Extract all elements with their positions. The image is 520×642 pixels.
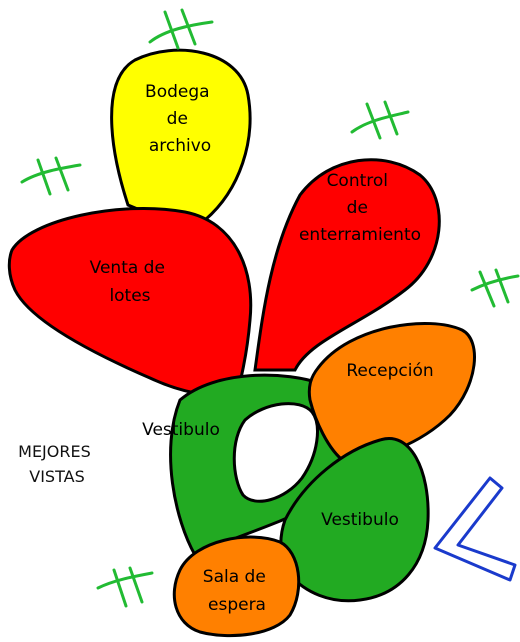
tree-symbols — [20, 8, 520, 608]
zone-venta-label: Venta de lotes — [90, 258, 171, 306]
side-note: MEJORES VISTAS — [18, 442, 96, 486]
side-note-line-2: VISTAS — [29, 467, 84, 486]
zone-bodega-line-3: archivo — [149, 136, 211, 156]
tree-icon — [20, 156, 82, 196]
zone-sala-shape — [172, 535, 301, 638]
zone-vestibulo-right-label: Vestibulo — [321, 510, 399, 530]
zone-bodega-line-1: Bodega — [145, 82, 210, 102]
zone-recepcion-label: Recepción — [346, 361, 433, 381]
zone-venta-line-2: lotes — [109, 286, 150, 306]
zone-sala-label: Sala de espera — [203, 567, 271, 615]
view-direction-arrow-icon — [433, 476, 517, 582]
zone-control-shape — [253, 158, 441, 372]
zone-control-line-2: de — [347, 198, 368, 218]
zone-sala-line-2: espera — [208, 595, 266, 615]
zone-control-line-1: Control — [327, 171, 388, 191]
tree-icon — [350, 100, 410, 140]
zone-control-label: Control de enterramiento — [299, 171, 421, 245]
zone-sala-line-1: Sala de — [203, 567, 266, 587]
tree-icon — [470, 268, 520, 308]
side-note-line-1: MEJORES — [18, 442, 91, 461]
zone-venta-line-1: Venta de — [90, 258, 165, 278]
tree-icon — [96, 566, 154, 608]
zone-bodega-label: Bodega de archivo — [145, 82, 215, 156]
zone-recepcion-shape — [307, 321, 476, 464]
zone-vestibulo-left-label: Vestibulo — [142, 420, 220, 440]
tree-icon — [148, 8, 214, 50]
zone-control-line-3: enterramiento — [299, 225, 421, 245]
zone-bodega-line-2: de — [167, 109, 188, 129]
